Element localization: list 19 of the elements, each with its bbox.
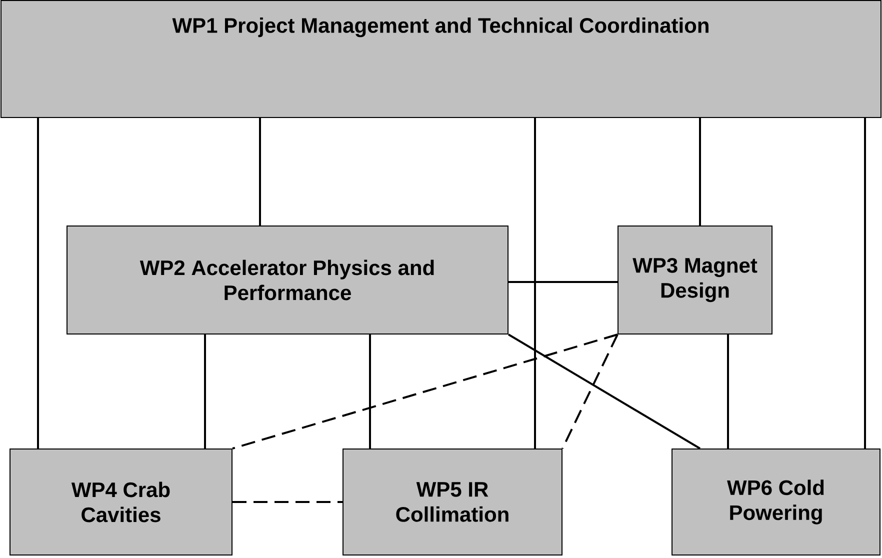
- process-box: WP6 Cold Powering: [672, 448, 880, 556]
- process-box: WP2 Accelerator Physics and Performance: [66, 226, 508, 334]
- connector-line: [727, 334, 729, 448]
- connector-line: [699, 118, 701, 226]
- process-box: WP3 Magnet Design: [618, 226, 772, 334]
- process-box: WP4 Crab Cavities: [10, 448, 232, 556]
- connector-line: [204, 334, 206, 448]
- process-box: WP5 IR Collimation: [342, 448, 562, 556]
- connector-line: [864, 118, 866, 448]
- connector-line: [369, 334, 371, 448]
- connector-line: [508, 334, 701, 450]
- dashed-connector: [232, 334, 618, 450]
- connector-line: [37, 118, 39, 448]
- process-box: WP1 Project Management and Technical Coordination: [0, 0, 882, 118]
- dashed-connector: [232, 501, 342, 503]
- connector-line: [508, 281, 618, 283]
- connector-line: [534, 118, 536, 448]
- dashed-connector: [562, 334, 618, 449]
- connector-line: [259, 118, 261, 226]
